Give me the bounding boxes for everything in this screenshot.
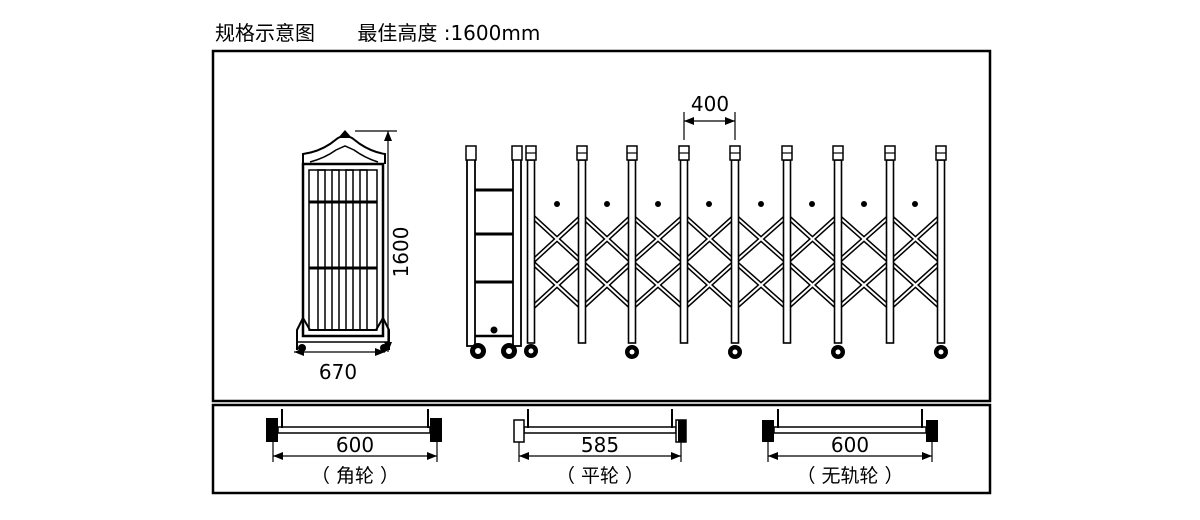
best-height-spec: 最佳高度 :1600mm (357, 21, 541, 45)
gate-post (626, 145, 638, 344)
wheel-type-flat: 585 （ 平轮 ） (513, 409, 687, 487)
gate-head-cabinet (465, 145, 523, 347)
gate-post (729, 145, 741, 344)
gate-wheels (470, 343, 948, 359)
diagram-title: 规格示意图 (215, 21, 315, 45)
gate-post (935, 145, 947, 344)
header: 规格示意图 最佳高度 :1600mm (215, 20, 540, 46)
flat-wheel-width: 585 (581, 433, 619, 457)
trackless-wheel-width: 600 (831, 433, 869, 457)
spacing-dimension-label: 400 (691, 92, 729, 116)
gate-post (832, 145, 844, 344)
gate-posts (525, 145, 947, 344)
wheel-type-trackless: 600 （ 无轨轮 ） (762, 409, 938, 487)
tower-base (296, 315, 390, 350)
tower-finial (338, 130, 352, 138)
corner-wheel-width: 600 (336, 433, 374, 457)
flat-wheel-label: （ 平轮 ） (556, 465, 644, 487)
gate-post (678, 145, 690, 344)
width-dimension-label: 670 (319, 360, 357, 384)
tower-body (301, 162, 385, 338)
trackless-wheel-label: （ 无轨轮 ） (796, 465, 903, 487)
gate-post (576, 145, 588, 344)
wheel-frame (211, 403, 992, 495)
corner-wheel-label: （ 角轮 ） (311, 465, 399, 487)
gate-post (884, 145, 896, 344)
wheel-type-corner: 600 （ 角轮 ） (266, 409, 442, 487)
main-frame (211, 49, 992, 403)
gate-post (781, 145, 793, 344)
height-dimension-label: 1600 (389, 227, 413, 278)
gate-view: 400 (465, 92, 948, 359)
front-view: 1600 670 (294, 130, 413, 384)
gate-post (525, 145, 537, 344)
